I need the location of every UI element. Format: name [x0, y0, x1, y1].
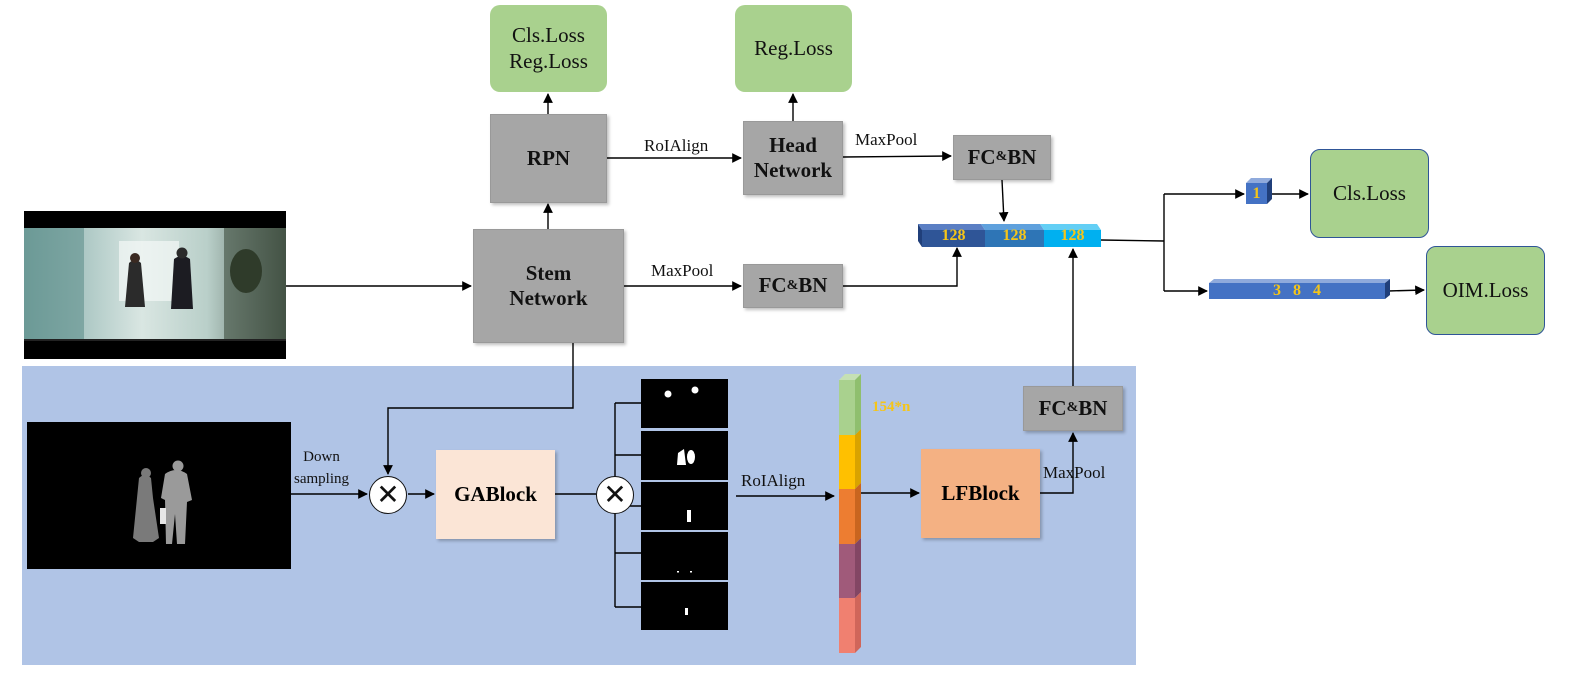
label-maxpool-stem: MaxPool — [651, 261, 714, 280]
fcbn-mid-box: FC&BN — [743, 264, 843, 308]
fcbn-bottom-fc: FC — [1038, 395, 1067, 420]
label-maxpool-head: MaxPool — [855, 130, 918, 149]
label-roialign-bottom: RoIAlign — [741, 471, 806, 490]
fcbn-mid-amp: & — [786, 277, 799, 293]
lfblock-box: LFBlock — [921, 449, 1040, 538]
arrow-oim-vector-to-loss — [1387, 285, 1425, 296]
part-mask-feet — [641, 582, 728, 630]
label-maxpool-lf: MaxPool — [1043, 463, 1106, 482]
fcbn-mid-bn: BN — [798, 273, 828, 298]
multiply-operator-1: ✕ — [369, 476, 407, 514]
line-vector-to-split — [1100, 239, 1165, 242]
head-loss-box: Reg.Loss — [735, 5, 852, 92]
fcbn-top-fc: FC — [967, 144, 996, 169]
fcbn-top-box: FC&BN — [953, 135, 1051, 180]
label-down-sampling: Down sampling — [294, 449, 349, 487]
stack-size-label: 154*n — [872, 399, 911, 415]
input-mask-image — [27, 422, 291, 569]
input-image — [24, 211, 286, 359]
multiply-operator-2: ✕ — [596, 476, 634, 514]
feature-vector-seg-2-label: 128 — [1002, 227, 1027, 244]
oim-vector-label: 3 8 4 — [1273, 282, 1321, 299]
feature-stack — [839, 374, 861, 653]
feature-vector-seg-1-label: 128 — [941, 227, 966, 244]
person-segmentation-mask-icon — [133, 460, 192, 544]
part-mask-legs — [641, 532, 728, 580]
fcbn-bottom-box: FC&BN — [1023, 386, 1123, 431]
head-network-box: Head Network — [743, 121, 843, 195]
part-mask-waist — [641, 482, 728, 530]
arrow-stem-to-multiply — [383, 343, 574, 475]
arrow-fcbn-mid-to-vector — [843, 247, 962, 287]
arrow-lfblock-to-fcbn — [1040, 432, 1078, 494]
part-mask-head — [641, 379, 728, 428]
rpn-box: RPN — [490, 114, 607, 203]
label-roialign-top: RoIAlign — [644, 136, 709, 155]
feature-vector-seg-3-label: 128 — [1060, 227, 1085, 244]
cls-vector-label: 1 — [1252, 185, 1261, 202]
rpn-loss-box: Cls.Loss Reg.Loss — [490, 5, 607, 92]
oim-loss-box: OIM.Loss — [1426, 246, 1545, 335]
cls-loss-box: Cls.Loss — [1310, 149, 1429, 238]
fcbn-top-bn: BN — [1007, 144, 1037, 169]
stem-network-box: Stem Network — [473, 229, 624, 343]
oim-vector — [1209, 279, 1390, 299]
fcbn-bottom-bn: BN — [1078, 395, 1108, 420]
cls-vector — [1246, 178, 1272, 204]
arrow-head-to-fcbn — [842, 151, 952, 161]
arrow-fcbn-to-vector — [998, 179, 1009, 222]
feature-vector — [918, 224, 1101, 247]
gablock-box: GABlock — [436, 450, 555, 539]
video-frame-image-icon — [24, 228, 286, 341]
fcbn-mid-fc: FC — [758, 273, 787, 298]
part-mask-torso — [641, 431, 728, 480]
fcbn-bottom-amp: & — [1066, 400, 1079, 416]
fcbn-top-amp: & — [995, 149, 1008, 165]
